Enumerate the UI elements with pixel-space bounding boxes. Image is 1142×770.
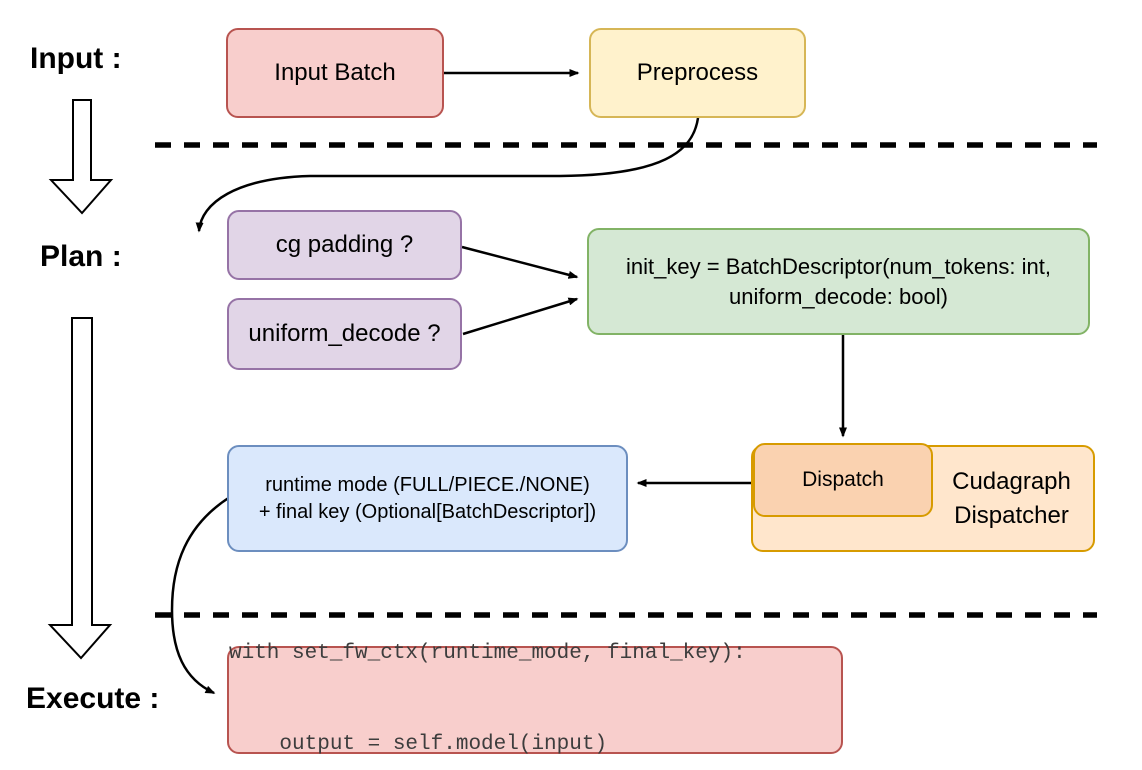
node-input-batch-label: Input Batch xyxy=(274,59,396,86)
node-dispatch: Dispatch xyxy=(753,443,933,517)
node-runtime-mode-label: runtime mode (FULL/PIECE./NONE) + final … xyxy=(258,473,597,523)
node-dispatch-label: Dispatch xyxy=(802,468,884,491)
node-uniform-decode: uniform_decode ? xyxy=(227,298,462,370)
arrow-runtimemode-to-execute xyxy=(170,495,231,695)
arrow-preprocess-to-cgpadding xyxy=(195,117,700,233)
stage-label-plan: Plan : xyxy=(40,240,122,273)
stage-arrow-input-to-plan xyxy=(48,99,114,215)
node-init-key-label: init_key = BatchDescriptor(num_tokens: i… xyxy=(626,253,1051,309)
node-execute-code: with set_fw_ctx(runtime_mode, final_key)… xyxy=(227,642,843,756)
node-cg-padding: cg padding ? xyxy=(227,210,462,280)
node-preprocess: Preprocess xyxy=(589,28,806,118)
node-preprocess-label: Preprocess xyxy=(636,59,759,86)
node-input-batch: Input Batch xyxy=(226,28,444,118)
stage-label-execute: Execute : xyxy=(26,682,160,715)
node-cudagraph-dispatcher-label: Cudagraph Dispatcher xyxy=(952,467,1071,529)
execute-code-text: with set_fw_ctx(runtime_mode, final_key)… xyxy=(229,642,746,757)
arrow-uniformdecode-to-initkey xyxy=(462,297,579,336)
node-cg-padding-label: cg padding ? xyxy=(275,231,414,258)
stage-label-input: Input : xyxy=(30,42,122,75)
arrow-cgpadding-to-initkey xyxy=(461,245,579,279)
node-runtime-mode: runtime mode (FULL/PIECE./NONE) + final … xyxy=(227,445,628,552)
stage-arrow-plan-to-execute xyxy=(47,317,113,660)
node-init-key: init_key = BatchDescriptor(num_tokens: i… xyxy=(587,228,1090,335)
node-uniform-decode-label: uniform_decode ? xyxy=(248,320,441,347)
